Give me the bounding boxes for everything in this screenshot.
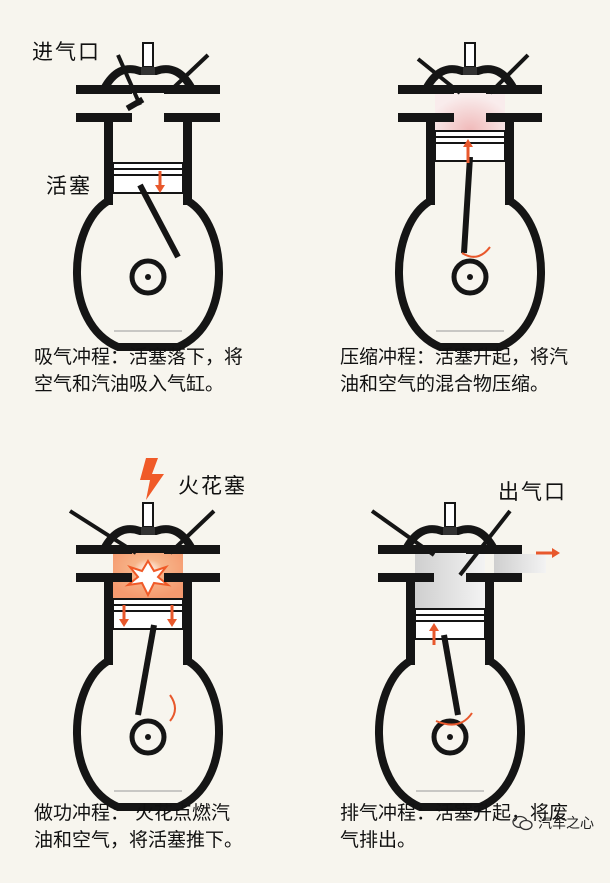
compression-caption: 压缩冲程：活塞升起，将汽 油和空气的混合物压缩。 [340, 344, 600, 398]
intake-engine [76, 42, 220, 347]
exhaust-caption: 排气冲程：活塞升起，将废 气排出。 [340, 800, 600, 854]
exhaust-engine [370, 502, 560, 807]
intake-port-label: 进气口 [32, 40, 101, 64]
spark-plug-label: 火花塞 [178, 474, 247, 498]
power-caption-line1: 做功冲程： 火花点燃汽 [34, 802, 231, 824]
watermark-text: 汽车之心 [538, 816, 594, 832]
compression-caption-line2: 油和空气的混合物压缩。 [340, 373, 550, 395]
compression-caption-line1: 压缩冲程：活塞升起，将汽 [340, 346, 569, 368]
intake-caption-line2: 空气和汽油吸入气缸。 [34, 373, 225, 395]
exhaust-port-label: 出气口 [498, 480, 567, 504]
watermark: 汽车之心 [512, 813, 594, 833]
power-engine [68, 502, 220, 807]
piston-label: 活塞 [46, 174, 92, 198]
spark-bolt-icon [140, 458, 164, 500]
compression-engine [398, 42, 542, 347]
power-caption-line2: 油和空气，将活塞推下。 [34, 829, 244, 851]
intake-caption: 吸气冲程：活塞落下，将 空气和汽油吸入气缸。 [34, 344, 294, 398]
intake-caption-line1: 吸气冲程：活塞落下，将 [34, 346, 244, 368]
wechat-icon [512, 815, 533, 831]
exhaust-caption-line2: 气排出。 [340, 829, 417, 851]
exhaust-caption-line1: 排气冲程：活塞升起，将废 [340, 802, 569, 824]
power-caption: 做功冲程： 火花点燃汽 油和空气，将活塞推下。 [34, 800, 294, 854]
